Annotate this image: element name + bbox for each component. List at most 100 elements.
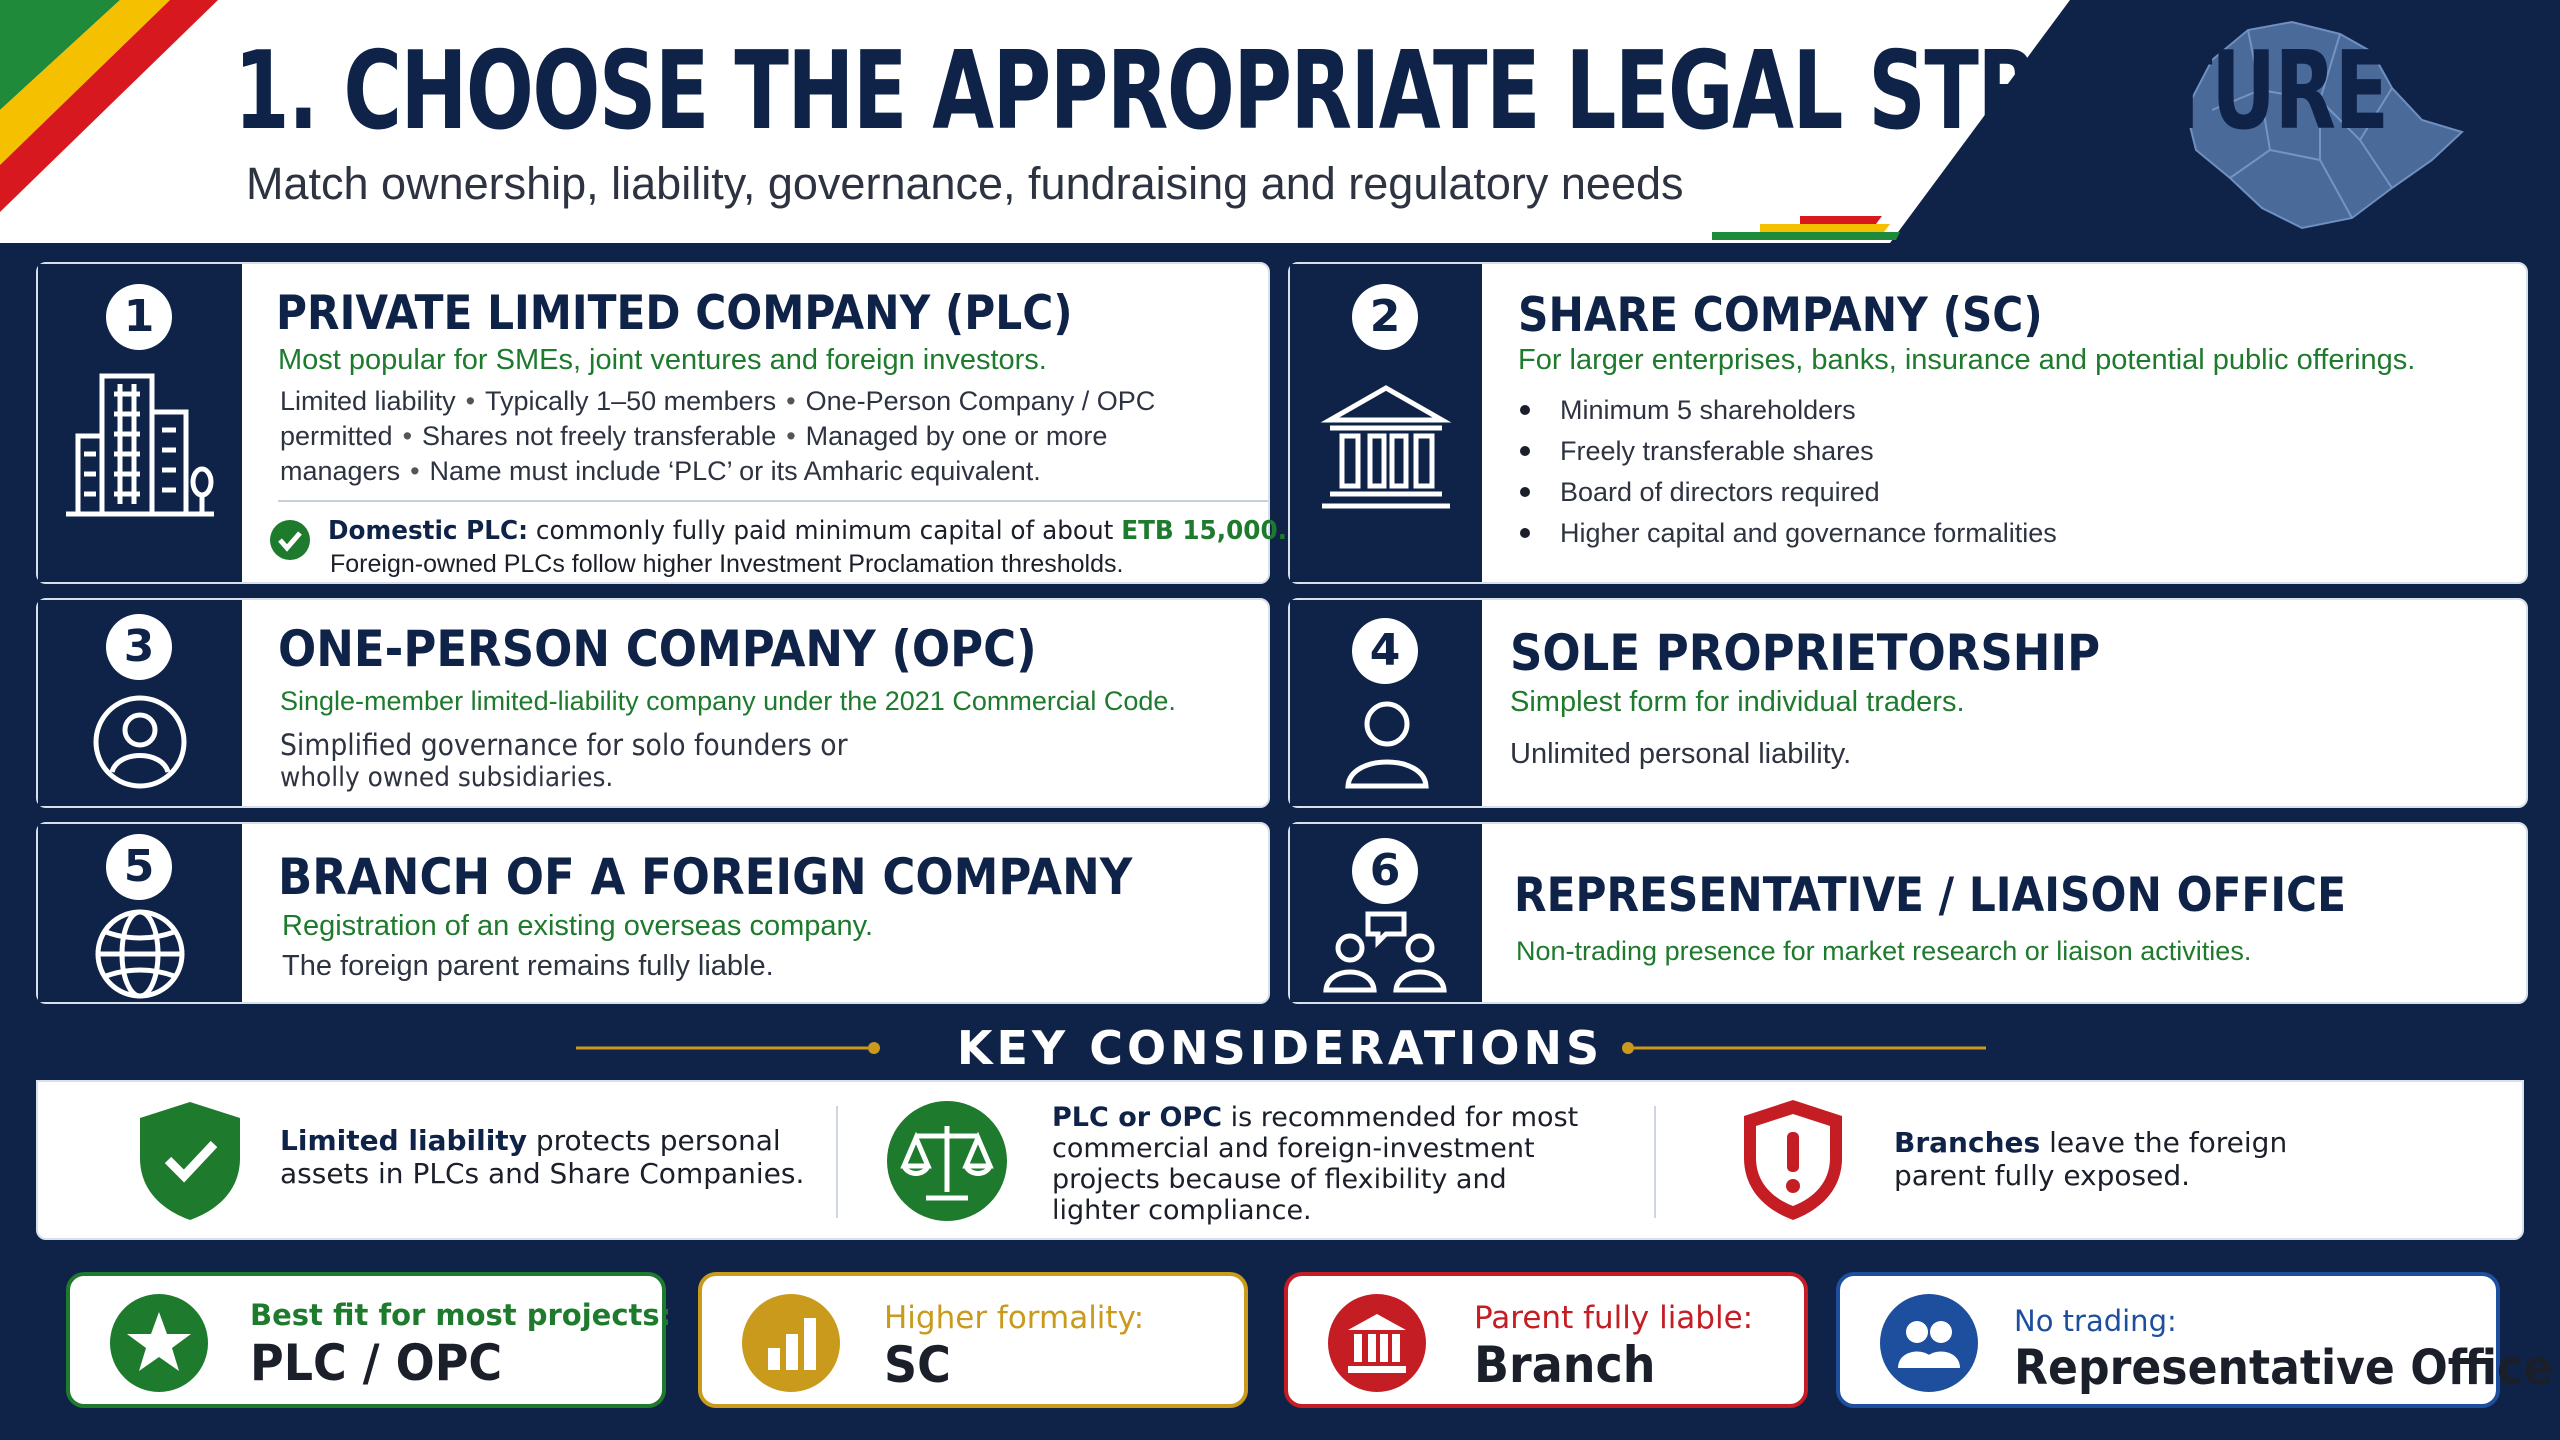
scales-icon [887, 1101, 1007, 1221]
header-decoration [0, 0, 2560, 243]
card-body: Simplified governance for solo founders … [280, 728, 848, 762]
card-title: REPRESENTATIVE / LIAISON OFFICE [1514, 868, 2347, 923]
card-icon-panel: 6 [1290, 824, 1482, 1002]
bank-icon [1328, 1294, 1426, 1392]
card-title: PRIVATE LIMITED COMPANY (PLC) [276, 286, 1073, 341]
card-title: SHARE COMPANY (SC) [1518, 288, 2043, 343]
structure-card-rep-office: 6 REPRESENTATIVE / LIAISON OFFICE Non-tr… [1288, 822, 2528, 1004]
consideration-line: protects personal [526, 1124, 781, 1157]
summary-box-best-fit: Best fit for most projects: PLC / OPC [66, 1272, 671, 1408]
bullet-item: Higher capital and governance formalitie… [1518, 513, 2057, 554]
card-bullets: Minimum 5 shareholders Freely transferab… [1518, 390, 2057, 554]
summary-label: Parent fully liable: [1474, 1300, 1754, 1336]
summary-value: Representative Office [2014, 1340, 2554, 1396]
key-considerations-title: KEY CONSIDERATIONS [956, 1021, 1604, 1075]
bullet-item: Minimum 5 shareholders [1518, 390, 2057, 431]
building-icon [66, 373, 214, 517]
consideration-text: Branches leave the foreign parent fully … [1894, 1126, 2287, 1192]
card-body: wholly owned subsidiaries. [280, 762, 614, 793]
point: Typically 1–50 members [485, 386, 777, 416]
card-number: 4 [1352, 618, 1418, 684]
note-label: Domestic PLC: [328, 516, 529, 546]
summary-value: PLC / OPC [250, 1334, 503, 1392]
divider [278, 500, 1268, 502]
bullet-item: Board of directors required [1518, 472, 2057, 513]
consideration-line: lighter compliance. [1052, 1195, 1312, 1226]
card-subtitle: Simplest form for individual traders. [1510, 686, 1965, 718]
consideration-line: leave the foreign [2040, 1126, 2288, 1159]
note-amount: ETB 15,000. [1121, 516, 1288, 546]
capital-note-line2: Foreign-owned PLCs follow higher Investm… [330, 550, 1124, 578]
summary-box-no-trading: No trading: Representative Office [1836, 1272, 2553, 1408]
card-number: 3 [106, 614, 172, 680]
consideration-line: projects because of flexibility and [1052, 1164, 1507, 1195]
point: One-Person Company / OPC permitted [280, 386, 1156, 451]
structure-card-plc: 1 PRIVATE LIMITED COMPANY (PLC) Most pop… [36, 262, 1287, 584]
consideration-text: Limited liability protects personal asse… [280, 1124, 804, 1190]
bullet-item: Freely transferable shares [1518, 431, 2057, 472]
card-body: The foreign parent remains fully liable. [282, 950, 774, 982]
check-circle-icon [270, 520, 310, 560]
summary-box-formality: Higher formality: SC [698, 1272, 1248, 1408]
people-icon [1880, 1294, 1978, 1392]
consideration-line: commercial and foreign-investment [1052, 1133, 1535, 1164]
summary-box-liability: Parent fully liable: Branch [1284, 1272, 1808, 1408]
star-icon [110, 1294, 208, 1392]
consideration-bold: Branches [1894, 1126, 2041, 1159]
ethiopia-map-icon [2184, 20, 2464, 230]
summary-value: SC [884, 1336, 951, 1394]
card-icon-panel: 3 [38, 600, 242, 806]
key-considerations-header [36, 1016, 2524, 1080]
card-subtitle: Single-member limited-liability company … [280, 686, 1176, 716]
card-number: 1 [106, 284, 172, 350]
point: Limited liability [280, 386, 456, 416]
summary-label: Best fit for most projects: [250, 1298, 672, 1332]
divider [836, 1106, 838, 1218]
consideration-line: parent fully exposed. [1894, 1159, 2191, 1192]
shield-check-icon [140, 1102, 240, 1220]
card-subtitle: Non-trading presence for market research… [1516, 936, 2252, 966]
capital-note: Domestic PLC: commonly fully paid minimu… [328, 516, 1287, 546]
point: Shares not freely transferable [422, 421, 777, 451]
structure-card-sole: 4 SOLE PROPRIETORSHIP Simplest form for … [1288, 598, 2528, 808]
consideration-line: assets in PLCs and Share Companies. [280, 1157, 805, 1190]
point: Managed by one or more managers [280, 421, 1108, 486]
people-chat-icon [1323, 911, 1447, 993]
structure-card-sc: 2 SHARE COMPANY (SC) For larger enterpri… [1288, 262, 2528, 584]
globe-icon [95, 909, 185, 999]
header-ornament [576, 1042, 1986, 1054]
card-title: SOLE PROPRIETORSHIP [1510, 624, 2101, 682]
point: Name must include ‘PLC’ or its Amharic e… [429, 456, 1041, 486]
shield-alert-icon [1744, 1100, 1842, 1220]
page-subtitle: Match ownership, liability, governance, … [246, 158, 1684, 209]
card-subtitle: Most popular for SMEs, joint ventures an… [278, 344, 1047, 376]
card-icon-panel: 4 [1290, 600, 1482, 806]
card-icon-panel: 1 [38, 264, 242, 582]
card-points: Limited liability•Typically 1–50 members… [280, 386, 1156, 486]
card-subtitle: For larger enterprises, banks, insurance… [1518, 344, 2416, 376]
page-title: 1. CHOOSE THE APPROPRIATE LEGAL STRUCTUR… [234, 29, 2389, 154]
card-number: 6 [1352, 838, 1418, 904]
note-text: commonly fully paid minimum capital of a… [535, 516, 1114, 546]
bar-chart-icon [742, 1294, 840, 1392]
consideration-text: PLC or OPC is recommended for most comme… [1052, 1102, 1578, 1226]
structure-card-branch: 5 BRANCH OF A FOREIGN COMPANY Registrati… [36, 822, 1270, 1004]
card-title: BRANCH OF A FOREIGN COMPANY [278, 848, 1133, 906]
person-icon [1345, 701, 1429, 789]
card-icon-panel: 5 [38, 824, 242, 1002]
user-circle-icon [93, 695, 187, 789]
consideration-bold: PLC or OPC [1052, 1102, 1223, 1133]
card-body: Unlimited personal liability. [1510, 738, 1852, 770]
summary-label: No trading: [2014, 1304, 2177, 1338]
divider [1654, 1106, 1656, 1218]
consideration-line: is recommended for most [1222, 1102, 1579, 1133]
key-considerations-panel: Limited liability protects personal asse… [36, 1080, 2524, 1240]
card-number: 5 [106, 834, 172, 900]
header: 1. CHOOSE THE APPROPRIATE LEGAL STRUCTUR… [0, 0, 2560, 243]
summary-label: Higher formality: [884, 1300, 1145, 1336]
summary-value: Branch [1474, 1336, 1656, 1394]
card-subtitle: Registration of an existing overseas com… [282, 910, 874, 942]
consideration-bold: Limited liability [280, 1124, 527, 1157]
bank-icon [1320, 385, 1452, 509]
